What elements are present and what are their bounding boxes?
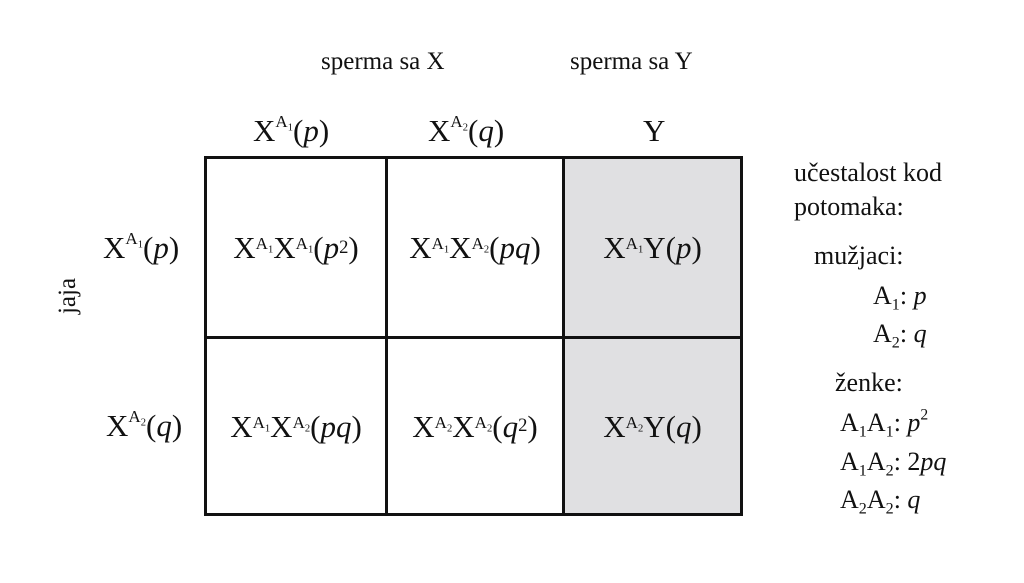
legend-females-label: ženke: <box>835 368 903 397</box>
legend-female-a1a2: A1A2: 2pq <box>840 447 947 480</box>
legend-male-a1: A1: p <box>873 281 927 314</box>
sperm-y-header: sperma sa Y <box>570 48 693 75</box>
legend-males-label: mužjaci: <box>814 241 904 270</box>
legend-male-a2: A2: q <box>873 319 927 352</box>
legend-female-a1a1: A1A1: p2 <box>840 406 929 441</box>
row-label-xa1: XA1(p) <box>103 229 180 265</box>
sperm-x-header: sperma sa X <box>321 48 445 75</box>
row-label-xa2: XA2(q) <box>106 407 183 443</box>
legend-title-line2: potomaka: <box>794 192 904 221</box>
col-label-xa2: XA2(q) <box>428 112 505 148</box>
grid-divider-h <box>207 336 740 339</box>
col-label-y: Y <box>643 113 666 148</box>
eggs-label: jaja <box>54 277 81 315</box>
legend-female-a2a2: A2A2: q <box>840 485 921 518</box>
col-label-xa1: XA1(p) <box>253 112 330 148</box>
legend-title-line1: učestalost kod <box>794 158 943 187</box>
